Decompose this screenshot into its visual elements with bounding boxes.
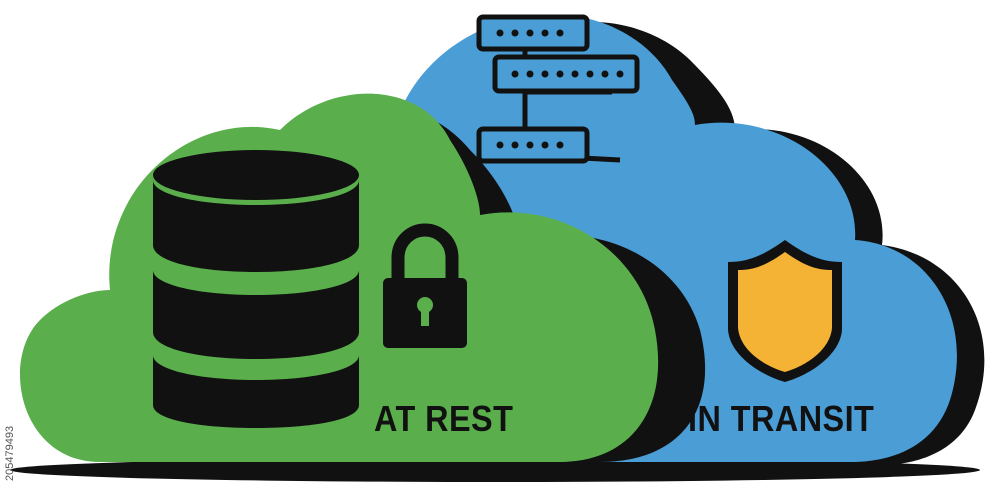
database-icon [153, 150, 359, 428]
padlock-icon [383, 223, 467, 348]
stock-id-text: 205479493 [4, 425, 16, 481]
stock-id: 205479493 [2, 375, 18, 485]
server-rack-icon [476, 14, 640, 164]
shield-icon [728, 240, 842, 382]
at-rest-label: AT REST [374, 398, 514, 439]
in-transit-label: IN TRANSIT [688, 398, 875, 439]
